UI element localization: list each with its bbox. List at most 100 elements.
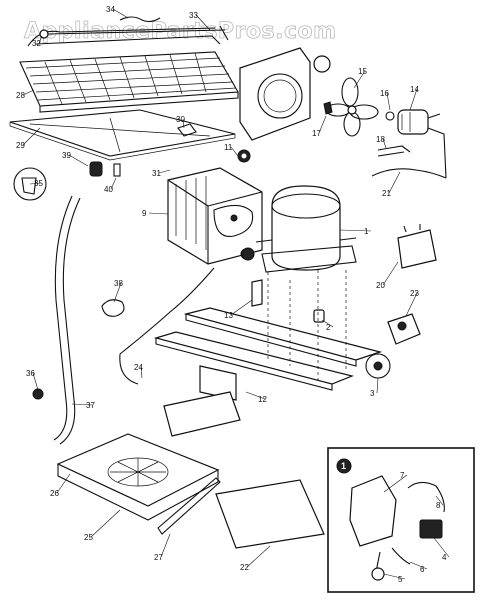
callout-leader-6 bbox=[409, 561, 428, 570]
callout-22: 22 bbox=[240, 563, 249, 572]
callout-leader-18 bbox=[382, 138, 387, 149]
pan-rail bbox=[157, 477, 221, 535]
callout-leader-36 bbox=[32, 372, 39, 391]
callout-9: 9 bbox=[142, 209, 147, 218]
callout-leader-38 bbox=[113, 282, 122, 303]
callout-leader-40 bbox=[110, 177, 117, 190]
drain-pan bbox=[56, 433, 220, 521]
fan-motor bbox=[397, 109, 447, 179]
fan-blade bbox=[325, 77, 379, 137]
rear-panel bbox=[215, 479, 325, 549]
overload-part bbox=[387, 313, 421, 345]
callout-5: 5 bbox=[398, 575, 403, 584]
callout-37: 37 bbox=[86, 401, 95, 410]
fan-disc bbox=[313, 55, 331, 73]
callout-26: 26 bbox=[50, 489, 59, 498]
defrost-part bbox=[101, 299, 125, 317]
tube-clamp bbox=[32, 388, 44, 400]
callout-23: 23 bbox=[410, 289, 419, 298]
mount-grommet bbox=[365, 353, 391, 379]
callout-28: 28 bbox=[16, 91, 25, 100]
heater-wire bbox=[119, 267, 215, 385]
callout-11: 11 bbox=[224, 143, 233, 152]
callout-leader-15 bbox=[353, 70, 366, 89]
callout-14: 14 bbox=[410, 85, 419, 94]
callout-leader-26 bbox=[56, 473, 71, 494]
callout-leader-1 bbox=[339, 229, 372, 232]
callout-leader-20 bbox=[382, 261, 399, 286]
callout-leader-32 bbox=[38, 35, 43, 44]
callout-leader-16 bbox=[386, 92, 391, 111]
clip-small-part bbox=[113, 163, 121, 177]
cover-plate bbox=[9, 109, 236, 161]
callout-1: 1 bbox=[364, 227, 369, 236]
callout-leader-30 bbox=[182, 118, 185, 129]
callout-labels: 1234567891112131415161718202122232425262… bbox=[16, 5, 450, 584]
callout-leader-4 bbox=[433, 537, 450, 558]
callout-leader-24 bbox=[140, 366, 143, 379]
tubing-top bbox=[39, 16, 229, 41]
inset-marker-label: 1 bbox=[341, 461, 346, 471]
callout-34: 34 bbox=[106, 5, 115, 14]
inset-box: 1 bbox=[327, 447, 475, 593]
plug-part bbox=[89, 161, 103, 177]
callout-8: 8 bbox=[436, 501, 441, 510]
tube-insulator bbox=[251, 279, 263, 307]
callout-29: 29 bbox=[16, 141, 25, 150]
callout-40: 40 bbox=[104, 185, 113, 194]
relay-body bbox=[349, 475, 397, 547]
callout-leader-22 bbox=[246, 545, 271, 568]
callout-4: 4 bbox=[442, 553, 447, 562]
terminal-knob bbox=[371, 567, 385, 581]
callout-12: 12 bbox=[258, 395, 267, 404]
callout-leader-5 bbox=[383, 573, 406, 580]
clip-part bbox=[177, 123, 197, 137]
callout-leader-13 bbox=[230, 299, 253, 316]
callout-leader-2 bbox=[321, 319, 334, 328]
callout-leader-31 bbox=[158, 169, 171, 174]
callout-30: 30 bbox=[176, 115, 185, 124]
callout-leader-7 bbox=[383, 474, 408, 493]
callout-17: 17 bbox=[312, 129, 321, 138]
callout-leader-37 bbox=[71, 403, 94, 406]
callout-leader-39 bbox=[68, 154, 89, 167]
wire-harness bbox=[371, 168, 447, 179]
callout-leader-25 bbox=[90, 509, 121, 538]
evaporator bbox=[167, 167, 263, 265]
callout-3: 3 bbox=[370, 389, 375, 398]
callout-leader-33 bbox=[195, 14, 211, 31]
callout-leader-8 bbox=[435, 495, 444, 506]
mount-bolt bbox=[313, 309, 325, 323]
marker-1 bbox=[241, 247, 255, 261]
base-frame bbox=[153, 270, 383, 437]
callout-leader-12 bbox=[245, 391, 266, 400]
callout-leader-29 bbox=[22, 127, 41, 146]
callout-7: 7 bbox=[400, 471, 405, 480]
callout-35: 35 bbox=[34, 179, 43, 188]
callout-31: 31 bbox=[152, 169, 161, 178]
grommet-part bbox=[237, 149, 251, 163]
callout-36: 36 bbox=[26, 369, 35, 378]
sensor-part bbox=[13, 167, 47, 201]
callout-15: 15 bbox=[358, 67, 367, 76]
callout-39: 39 bbox=[62, 151, 71, 160]
relay-unit bbox=[419, 519, 443, 539]
callout-leader-35 bbox=[29, 182, 42, 185]
callout-33: 33 bbox=[189, 11, 198, 20]
callout-25: 25 bbox=[84, 533, 93, 542]
callout-13: 13 bbox=[224, 311, 233, 320]
callout-27: 27 bbox=[154, 553, 163, 562]
callout-leader-9 bbox=[148, 212, 169, 215]
callout-18: 18 bbox=[376, 135, 385, 144]
callout-16: 16 bbox=[380, 89, 389, 98]
callout-leader-11 bbox=[230, 146, 239, 157]
drain-tube-2 bbox=[59, 197, 81, 445]
callout-2: 2 bbox=[326, 323, 331, 332]
callout-leader-28 bbox=[22, 89, 35, 96]
callout-leader-14 bbox=[409, 88, 418, 111]
callout-6: 6 bbox=[420, 565, 425, 574]
relay-wire bbox=[407, 481, 445, 513]
bushing-part bbox=[323, 101, 333, 115]
